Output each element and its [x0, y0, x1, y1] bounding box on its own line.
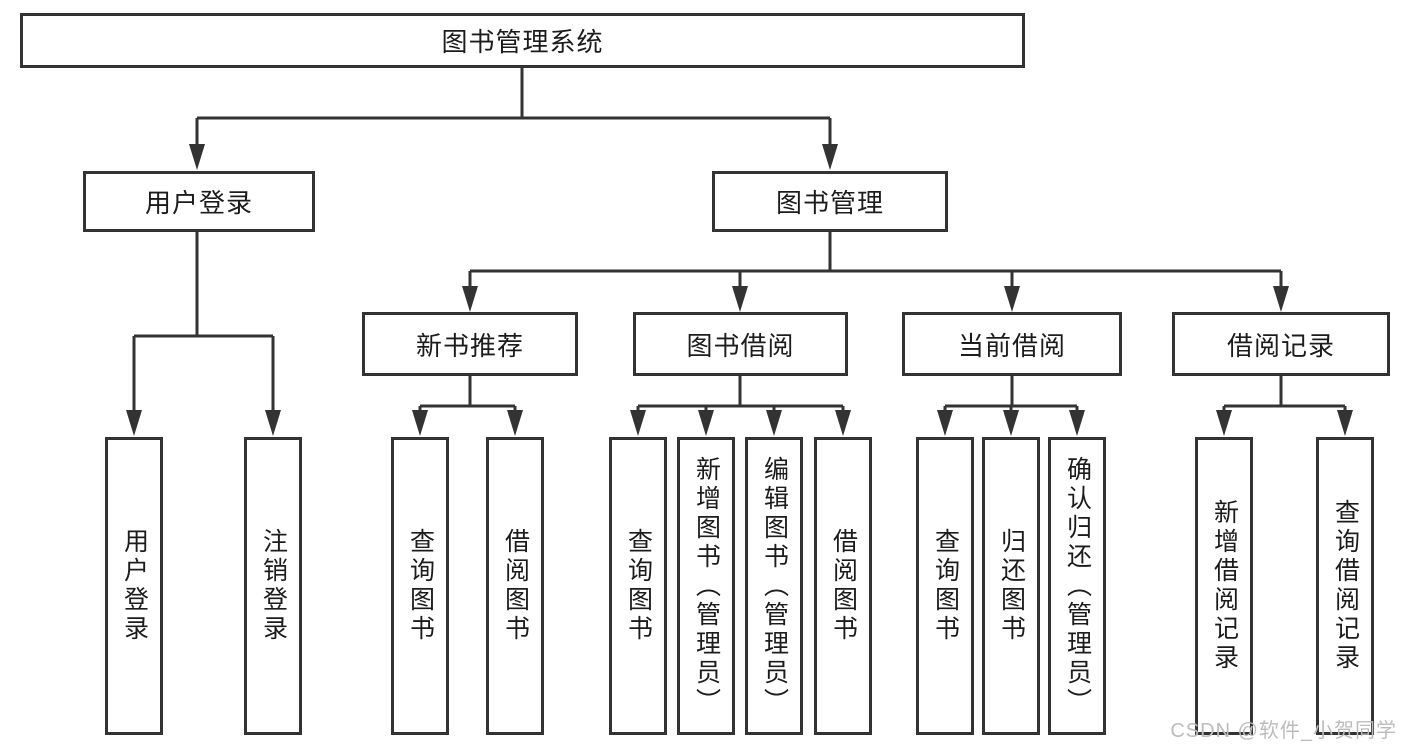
- leaf-recommend-borrow-books-label: 借阅图书: [501, 528, 530, 644]
- leaf-records-search-borrow-record: 查询借阅记录: [1316, 437, 1374, 735]
- arrowhead-icon: [507, 410, 523, 436]
- leaf-recommend-search-books-label: 查询图书: [406, 528, 435, 644]
- arrowhead-icon: [835, 410, 851, 436]
- arrowhead-icon: [189, 144, 205, 170]
- connector-root-to-level2: [189, 68, 838, 170]
- leaf-user-login-label: 用户登录: [120, 528, 149, 644]
- arrowhead-icon: [1003, 410, 1019, 436]
- connector-new-book-recommend-children: [412, 376, 523, 436]
- arrowhead-icon: [630, 410, 646, 436]
- arrowhead-icon: [698, 410, 714, 436]
- arrowhead-icon: [1273, 286, 1289, 312]
- node-borrow-records: 借阅记录: [1172, 312, 1390, 376]
- leaf-borrow-search-books: 查询图书: [609, 437, 667, 735]
- leaf-borrow-edit-books-admin: 编辑图书（管理员）: [745, 437, 803, 735]
- connector-current-borrow-children: [937, 376, 1085, 436]
- leaf-records-add-borrow-record: 新增借阅记录: [1195, 437, 1253, 735]
- arrowhead-icon: [1004, 286, 1020, 312]
- connector-user-login-children: [126, 232, 281, 436]
- arrowhead-icon: [1337, 410, 1353, 436]
- leaf-logout: 注销登录: [244, 437, 302, 735]
- arrowhead-icon: [1069, 410, 1085, 436]
- node-user-login: 用户登录: [83, 171, 315, 232]
- node-new-book-recommend-label: 新书推荐: [415, 330, 524, 361]
- node-root: 图书管理系统: [20, 13, 1025, 68]
- node-book-borrow: 图书借阅: [633, 312, 848, 376]
- leaf-records-search-borrow-record-label: 查询借阅记录: [1331, 499, 1360, 673]
- leaf-recommend-search-books: 查询图书: [391, 437, 449, 735]
- leaf-records-add-borrow-record-label: 新增借阅记录: [1210, 499, 1239, 673]
- arrowhead-icon: [265, 410, 281, 436]
- connector-borrow-records-children: [1216, 376, 1353, 436]
- node-book-management: 图书管理: [712, 171, 948, 232]
- node-book-management-label: 图书管理: [775, 188, 884, 218]
- csdn-watermark: CSDN @软件_小贺同学: [1170, 720, 1397, 742]
- node-current-borrow-label: 当前借阅: [957, 330, 1066, 361]
- arrowhead-icon: [126, 410, 142, 436]
- node-current-borrow: 当前借阅: [902, 312, 1122, 376]
- node-book-borrow-label: 图书借阅: [686, 330, 795, 361]
- arrowhead-icon: [937, 410, 953, 436]
- leaf-current-return-books-label: 归还图书: [997, 528, 1026, 644]
- leaf-borrow-edit-books-admin-label: 编辑图书（管理员）: [760, 455, 789, 717]
- leaf-logout-label: 注销登录: [259, 528, 288, 644]
- node-user-login-label: 用户登录: [144, 188, 253, 218]
- leaf-recommend-borrow-books: 借阅图书: [486, 437, 544, 735]
- connector-book-management-children: [462, 232, 1289, 312]
- leaf-borrow-add-books-admin: 新增图书（管理员）: [677, 437, 735, 735]
- leaf-user-login: 用户登录: [105, 437, 163, 735]
- connector-book-borrow-children: [630, 376, 851, 436]
- arrowhead-icon: [822, 144, 838, 170]
- leaf-current-return-books: 归还图书: [982, 437, 1040, 735]
- leaf-borrow-add-books-admin-label: 新增图书（管理员）: [692, 455, 721, 717]
- node-root-label: 图书管理系统: [441, 27, 604, 57]
- arrowhead-icon: [732, 286, 748, 312]
- leaf-current-confirm-return-admin-label: 确认归还（管理员）: [1063, 455, 1092, 717]
- arrowhead-icon: [766, 410, 782, 436]
- arrowhead-icon: [462, 286, 478, 312]
- arrowhead-icon: [1216, 410, 1232, 436]
- node-new-book-recommend: 新书推荐: [362, 312, 578, 376]
- leaf-borrow-borrow-books-label: 借阅图书: [829, 528, 858, 644]
- leaf-borrow-search-books-label: 查询图书: [624, 528, 653, 644]
- leaf-borrow-borrow-books: 借阅图书: [814, 437, 872, 735]
- leaf-current-confirm-return-admin: 确认归还（管理员）: [1048, 437, 1106, 735]
- leaf-current-search-books: 查询图书: [916, 437, 974, 735]
- arrowhead-icon: [412, 410, 428, 436]
- leaf-current-search-books-label: 查询图书: [931, 528, 960, 644]
- node-borrow-records-label: 借阅记录: [1226, 330, 1335, 361]
